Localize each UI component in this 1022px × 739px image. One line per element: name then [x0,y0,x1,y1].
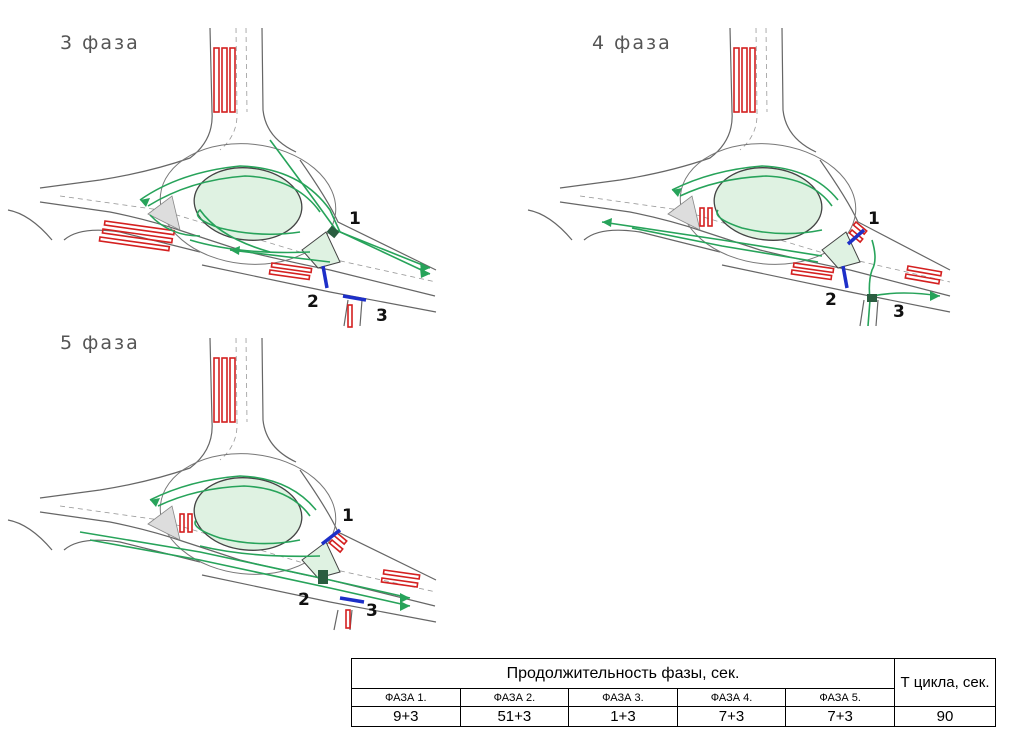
phase-3-title: 3 фаза [60,32,140,54]
signal-label-1: 1 [342,506,354,526]
phase-value-2: 51+3 [459,706,570,727]
phase-value-1: 9+3 [351,706,461,727]
table-header: Продолжительность фазы, сек. [351,658,895,689]
phase-value-3: 1+3 [568,706,678,727]
phase-name-4: ФАЗА 4. [676,688,787,707]
signal-label-2: 2 [825,290,837,310]
phase-4-diagram: 4 фаза 1 2 3 [522,0,972,330]
signal-label-3: 3 [376,306,388,326]
phase-5-title: 5 фаза [60,332,140,354]
phase-timing-table: Продолжительность фазы, сек. Т цикла, се… [351,658,996,727]
phase-value-4: 7+3 [676,706,787,727]
phase-value-5: 7+3 [785,706,895,727]
signal-label-3: 3 [893,302,905,322]
signal-label-1: 1 [868,209,880,229]
signal-label-3: 3 [366,601,378,621]
cycle-value: 90 [894,706,996,727]
signal-label-1: 1 [349,209,361,229]
phase-5-road-layout [7,337,437,631]
stop-line-1 [326,225,340,239]
stop-line-2 [318,570,328,584]
signal-label-2: 2 [307,292,319,312]
stop-line-3 [867,294,877,302]
phase-name-2: ФАЗА 2. [459,688,570,707]
phase-4-title: 4 фаза [592,32,672,54]
phase-name-3: ФАЗА 3. [568,688,678,707]
phase-3-road-layout [7,27,437,328]
phase-name-5: ФАЗА 5. [785,688,895,707]
phase-3-diagram: 3 фаза 1 2 3 [0,0,450,330]
signal-label-2: 2 [298,590,310,610]
phase-4-road-layout [527,27,951,327]
phase-5-diagram: 5 фаза 1 2 3 [0,318,450,633]
phase-name-1: ФАЗА 1. [351,688,461,707]
cycle-header: Т цикла, сек. [894,658,996,707]
